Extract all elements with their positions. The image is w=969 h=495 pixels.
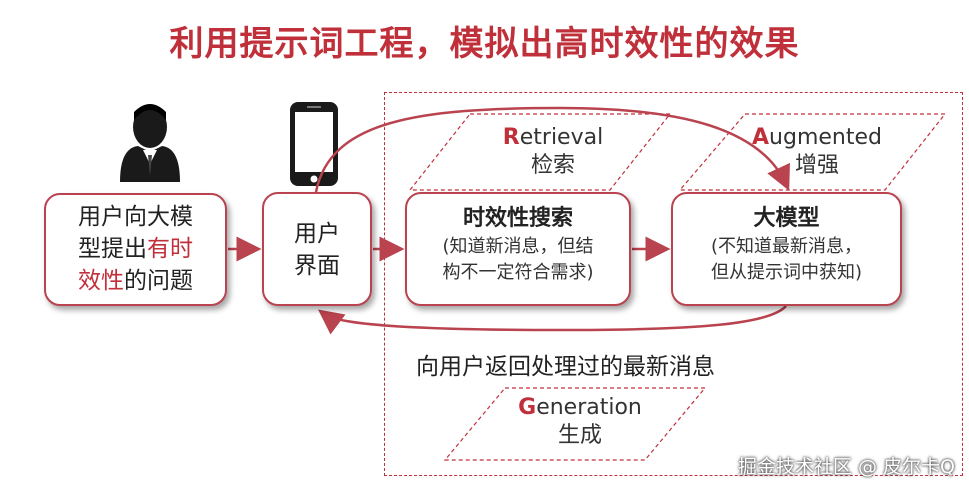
user-question-box: 用户向大模 型提出有时 效性的问题	[44, 193, 227, 306]
realtime-search-box: 时效性搜索 (知道新消息，但结 构不一定符合需求)	[405, 192, 631, 306]
retrieval-parallelogram	[408, 113, 672, 191]
page-title: 利用提示词工程，模拟出高时效性的效果	[169, 24, 800, 64]
arrow-ui-to-llm	[314, 106, 790, 193]
llm-box: 大模型 (不知道最新消息， 但从提示词中获知)	[671, 192, 902, 306]
retrieval-label: Retrieval 检索	[502, 125, 604, 178]
generation-parallelogram	[443, 387, 707, 461]
augmented-parallelogram	[678, 113, 947, 191]
smartphone-icon	[290, 102, 338, 186]
rag-region	[384, 92, 963, 476]
person-icon	[120, 104, 180, 182]
generation-label: Generation 生成	[518, 395, 642, 448]
return-label: 向用户返回处理过的最新消息	[416, 354, 715, 380]
arrow-llm-to-ui	[317, 305, 787, 335]
watermark: 掘金技术社区 @ 皮尔卡Q	[737, 456, 955, 478]
augmented-label: Augmented 增强	[752, 125, 882, 178]
user-interface-box: 用户 界面	[262, 192, 372, 306]
